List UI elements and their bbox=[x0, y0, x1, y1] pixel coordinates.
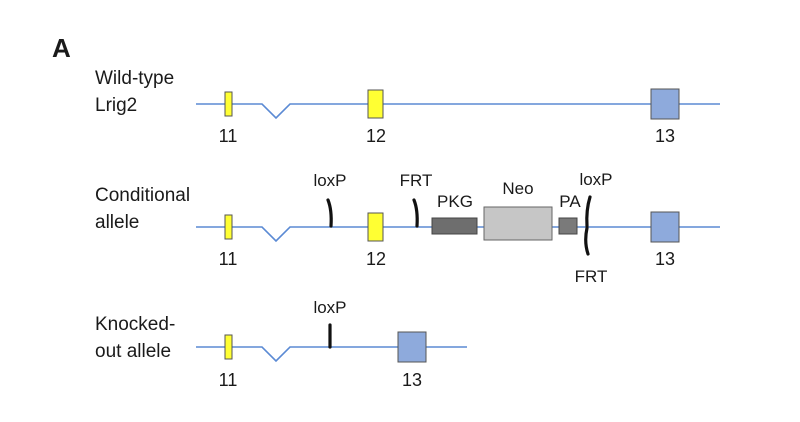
knockout-exon-13 bbox=[397, 331, 427, 363]
wild-type-exon-13-label: 13 bbox=[655, 126, 675, 146]
conditional-loxp-site-1 bbox=[326, 198, 333, 228]
wild-type-exon-11-label: 11 bbox=[219, 126, 238, 146]
knockout-backbone bbox=[196, 346, 467, 363]
neo-cassette-box bbox=[483, 206, 553, 241]
wild-type-label-line1: Wild-type bbox=[95, 68, 174, 89]
knockout-exon-13-label: 13 bbox=[402, 370, 422, 390]
wild-type-exon-12-label: 12 bbox=[366, 126, 386, 146]
conditional-exon-11-label: 11 bbox=[219, 249, 238, 269]
conditional-frt-site-2 bbox=[584, 226, 590, 256]
conditional-frt-site-1 bbox=[412, 198, 419, 228]
neo-label: Neo bbox=[502, 179, 533, 198]
wild-type-exon-12 bbox=[367, 89, 384, 119]
conditional-loxp-site-2 bbox=[585, 195, 592, 228]
wild-type-label-line2: Lrig2 bbox=[95, 95, 137, 116]
conditional-loxp-1-label: loxP bbox=[313, 171, 346, 190]
knockout-exon-11 bbox=[224, 334, 233, 360]
knockout-exon-11-label: 11 bbox=[219, 370, 238, 390]
conditional-allele: Conditional allele loxP FRT PKG Neo PA l… bbox=[95, 170, 720, 286]
knockout-allele: Knocked- out allele loxP 11 13 bbox=[95, 298, 467, 390]
conditional-exon-11 bbox=[224, 214, 233, 240]
conditional-label-line2: allele bbox=[95, 212, 139, 233]
pa-label: PA bbox=[559, 192, 581, 211]
conditional-frt-2-label: FRT bbox=[575, 267, 608, 286]
wild-type-exon-13 bbox=[650, 88, 680, 120]
conditional-loxp-2-label: loxP bbox=[579, 170, 612, 189]
conditional-label-line1: Conditional bbox=[95, 185, 190, 206]
wild-type-allele: Wild-type Lrig2 11 12 13 bbox=[95, 68, 720, 146]
knockout-loxp-label: loxP bbox=[313, 298, 346, 317]
wild-type-exon-11 bbox=[224, 91, 233, 117]
pkg-label: PKG bbox=[437, 192, 473, 211]
conditional-frt-1-label: FRT bbox=[400, 171, 433, 190]
polya-box bbox=[558, 217, 578, 235]
wild-type-backbone bbox=[196, 103, 720, 120]
panel-label: A bbox=[52, 33, 71, 63]
knockout-label-line2: out allele bbox=[95, 341, 171, 362]
conditional-exon-13-label: 13 bbox=[655, 249, 675, 269]
pkg-promoter-box bbox=[431, 217, 478, 235]
conditional-exon-13 bbox=[650, 211, 680, 243]
knockout-label-line1: Knocked- bbox=[95, 314, 175, 335]
conditional-exon-12 bbox=[367, 212, 384, 242]
conditional-exon-12-label: 12 bbox=[366, 249, 386, 269]
